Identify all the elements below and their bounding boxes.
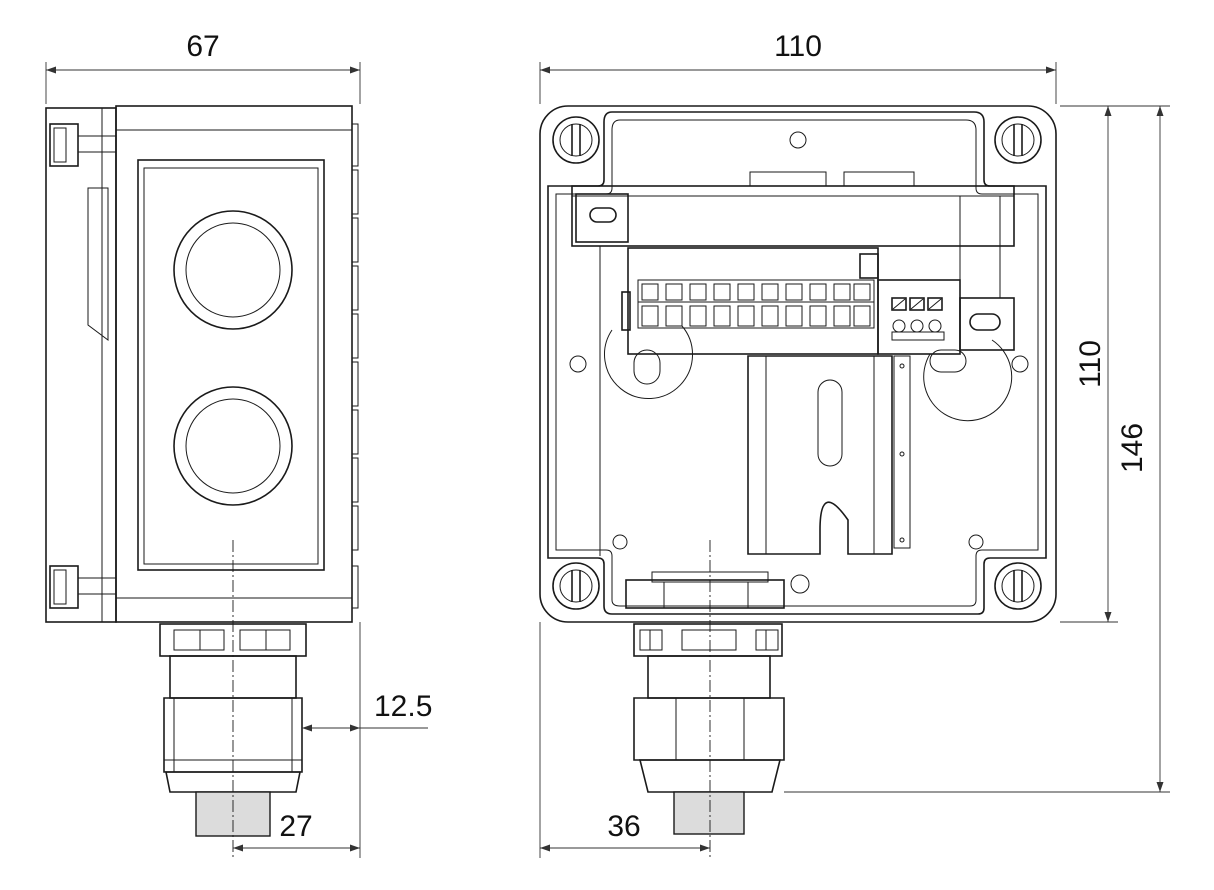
dim-side-offset: 12.5 — [374, 690, 432, 723]
mounting-hole — [968, 534, 984, 550]
side-ribs — [351, 123, 359, 609]
mounting-plate — [571, 185, 1015, 247]
corner-screw-top-right — [994, 116, 1042, 164]
ground-terminal — [877, 279, 1015, 355]
front-view — [539, 105, 1057, 858]
mounting-hole — [789, 131, 807, 149]
corner-screw-bottom-right — [994, 562, 1042, 610]
corner-screw-bottom-left — [552, 562, 600, 610]
side-clip-bottom — [49, 565, 116, 609]
side-view — [45, 105, 359, 858]
mounting-hole — [612, 534, 628, 550]
mounting-hole — [569, 355, 587, 373]
mounting-hole — [1011, 355, 1029, 373]
front-cable — [673, 791, 745, 835]
push-button-bottom — [173, 386, 293, 506]
push-button-top — [173, 210, 293, 330]
dim-front-height: 110 — [1074, 340, 1107, 388]
dim-front-width: 110 — [774, 30, 822, 63]
dim-side-width: 67 — [186, 30, 219, 63]
dimension-lines — [45, 62, 1170, 858]
side-clip-top — [49, 123, 116, 167]
terminal-cells — [641, 283, 871, 327]
dim-side-gland-center: 27 — [279, 810, 312, 843]
front-gland-inside — [625, 571, 810, 609]
front-cable-gland — [633, 623, 785, 793]
corner-screw-top-left — [552, 116, 600, 164]
dim-front-gland-center: 36 — [607, 810, 640, 843]
terminal-strip — [621, 247, 879, 355]
dim-total-height: 146 — [1116, 423, 1149, 473]
din-rail — [747, 355, 911, 555]
